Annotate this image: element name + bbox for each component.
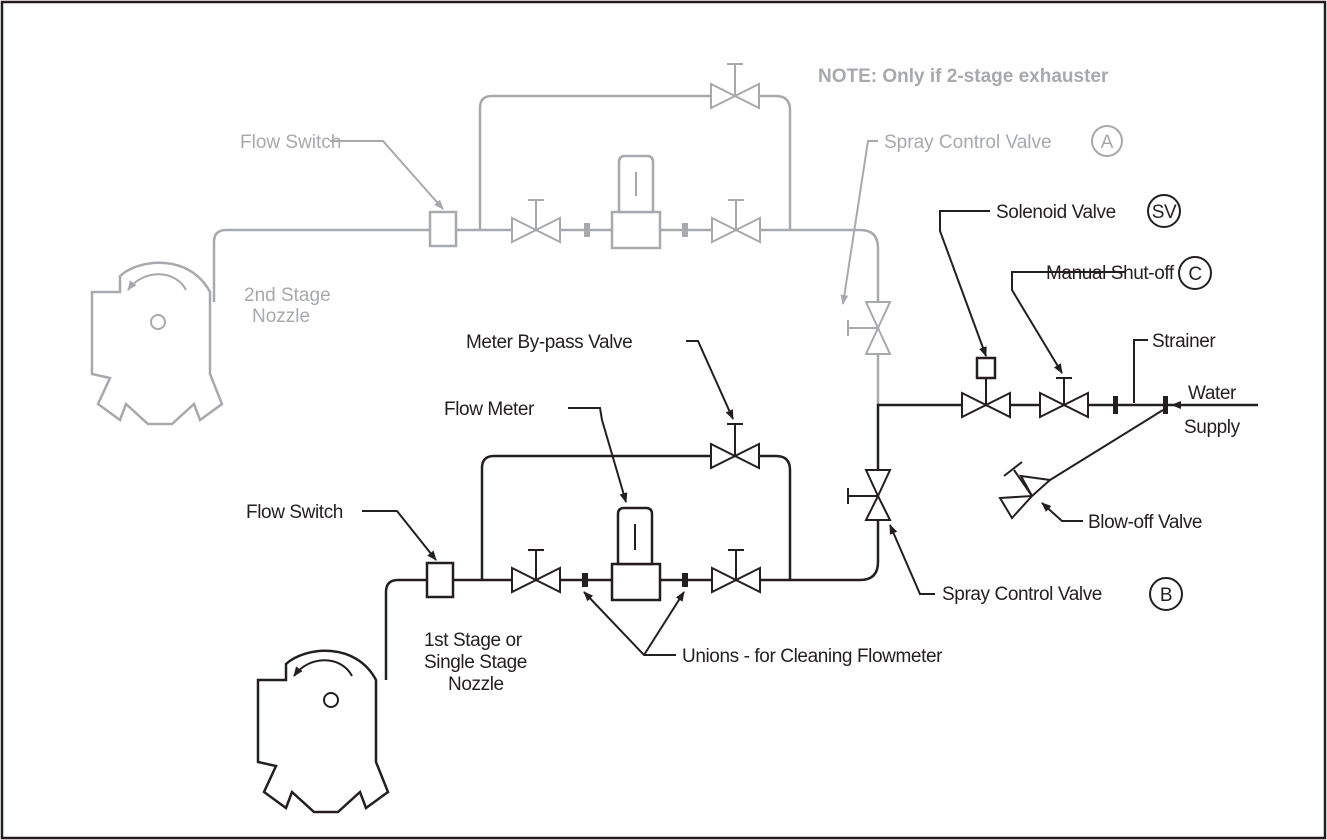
spray-control-valve-b — [847, 469, 892, 521]
solenoid-valve-label: Solenoid Valve — [996, 202, 1116, 223]
second-stage-flow-meter — [610, 154, 662, 250]
badge-sv: SV — [1152, 202, 1177, 223]
supply-label: Supply — [1184, 417, 1241, 438]
second-stage-label-line2: Nozzle — [252, 306, 310, 327]
second-stage-pipe — [212, 228, 430, 302]
manual-shutoff-valve — [1039, 377, 1089, 419]
first-stage-bypass-pipe — [480, 454, 792, 580]
meter-bypass-valve — [710, 423, 760, 470]
spray-control-valve-b-label: Spray Control Valve — [942, 584, 1102, 605]
supply-riser-pipe — [876, 403, 1258, 470]
unions-label: Unions - for Cleaning Flowmeter — [682, 646, 943, 667]
blow-off-valve — [998, 409, 1164, 520]
first-stage-exhauster-icon — [256, 649, 390, 814]
badge-a: A — [1101, 132, 1114, 153]
second-stage-valve-right — [711, 199, 761, 244]
second-stage-assembly: NOTE: Only if 2-stage exhauster Flow Swi… — [90, 63, 1123, 426]
manual-shutoff-label: Manual Shut-off — [1046, 263, 1175, 284]
badge-b-circle — [1149, 577, 1183, 611]
first-stage-valve-left — [511, 549, 561, 594]
second-stage-flow-switch — [428, 210, 458, 248]
badge-b: B — [1160, 585, 1172, 606]
union-right — [682, 573, 688, 587]
flow-switch-top-label: Flow Switch — [240, 132, 341, 153]
first-stage-flow-switch — [425, 561, 455, 599]
flow-meter-label: Flow Meter — [444, 399, 535, 420]
first-stage-label-line2: Single Stage — [424, 652, 527, 673]
spray-control-valve-a-label: Spray Control Valve — [884, 132, 1052, 153]
note-text: NOTE: Only if 2-stage exhauster — [818, 66, 1109, 87]
solenoid-valve — [961, 356, 1011, 419]
first-stage-pipe — [384, 578, 427, 680]
badge-a-circle — [1091, 125, 1123, 157]
union-left — [582, 573, 588, 587]
first-stage-label-line1: 1st Stage or — [424, 630, 523, 651]
first-stage-assembly: Solenoid Valve SV Manual Shut-off C Stra… — [246, 194, 1258, 814]
strainer — [1113, 396, 1118, 414]
flow-switch-bottom-label: Flow Switch — [246, 502, 343, 523]
second-stage-main-pipe — [456, 228, 880, 302]
badge-c-circle — [1178, 256, 1212, 290]
strainer-label: Strainer — [1152, 331, 1216, 352]
second-stage-label-line1: 2nd Stage — [244, 285, 331, 306]
first-stage-valve-right — [711, 549, 761, 594]
supply-fitting — [1163, 396, 1168, 414]
second-stage-bypass-valve — [710, 63, 760, 110]
badge-sv-circle — [1147, 194, 1181, 228]
second-stage-bypass-pipe — [478, 94, 792, 230]
water-label: Water — [1188, 383, 1237, 404]
second-stage-valve-left — [511, 199, 561, 244]
badge-c: C — [1188, 264, 1201, 285]
flow-meter — [610, 506, 662, 602]
meter-bypass-valve-label: Meter By-pass Valve — [466, 332, 632, 353]
second-stage-exhauster-icon — [90, 261, 224, 426]
first-stage-main-pipe — [453, 520, 880, 582]
spray-control-valve-a — [847, 301, 892, 355]
first-stage-label-line3: Nozzle — [448, 674, 504, 695]
blow-off-valve-label: Blow-off Valve — [1088, 512, 1202, 533]
